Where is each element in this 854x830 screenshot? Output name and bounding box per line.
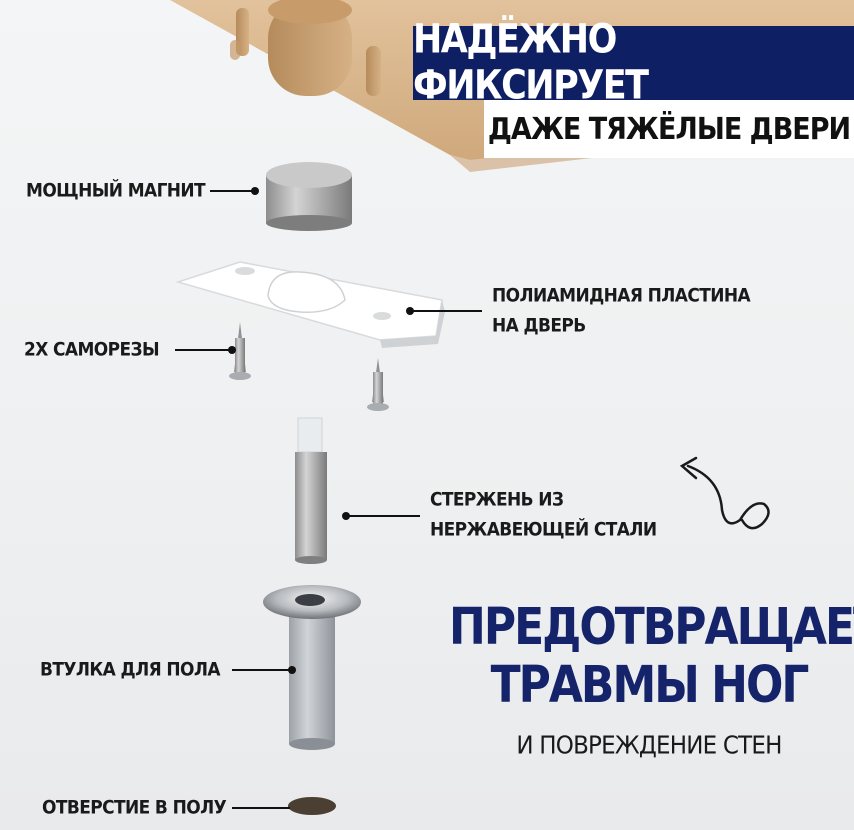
subheader-banner xyxy=(484,100,854,158)
promo-line1: ПРЕДОТВРАЩАЕТ xyxy=(449,598,854,657)
floor-sleeve-part xyxy=(263,585,361,750)
polyamide-plate-part xyxy=(175,261,445,348)
label-hole: ОТВЕРСТИЕ В ПОЛУ xyxy=(42,797,227,819)
label-screws: 2Х САМОРЕЗЫ xyxy=(24,339,160,361)
label-magnet: МОЩНЫЙ МАГНИТ xyxy=(26,180,206,202)
headline: НАДЁЖНО ФИКСИРУЕТ xyxy=(413,17,649,109)
screw-left xyxy=(229,322,251,380)
label-rod-line1: СТЕРЖЕНЬ ИЗ xyxy=(430,489,564,511)
magnet-part xyxy=(266,162,352,231)
label-plate-line2: НА ДВЕРЬ xyxy=(492,315,586,337)
label-sleeve: ВТУЛКА ДЛЯ ПОЛА xyxy=(40,659,221,681)
steel-rod-part xyxy=(295,417,327,564)
promo-line3: И ПОВРЕЖДЕНИЕ СТЕН xyxy=(516,731,782,761)
label-plate-line1: ПОЛИАМИДНАЯ ПЛАСТИНА xyxy=(492,285,751,307)
header-banner xyxy=(413,26,854,100)
promo-line2: ТРАВМЫ НОГ xyxy=(490,656,810,715)
floor-hole xyxy=(288,797,336,815)
label-rod-line2: НЕРЖАВЕЮЩЕЙ СТАЛИ xyxy=(430,519,657,541)
screw-right xyxy=(367,358,389,411)
curly-arrow-icon xyxy=(679,456,770,530)
subheadline: ДАЖЕ ТЯЖЁЛЫЕ ДВЕРИ xyxy=(487,111,851,147)
